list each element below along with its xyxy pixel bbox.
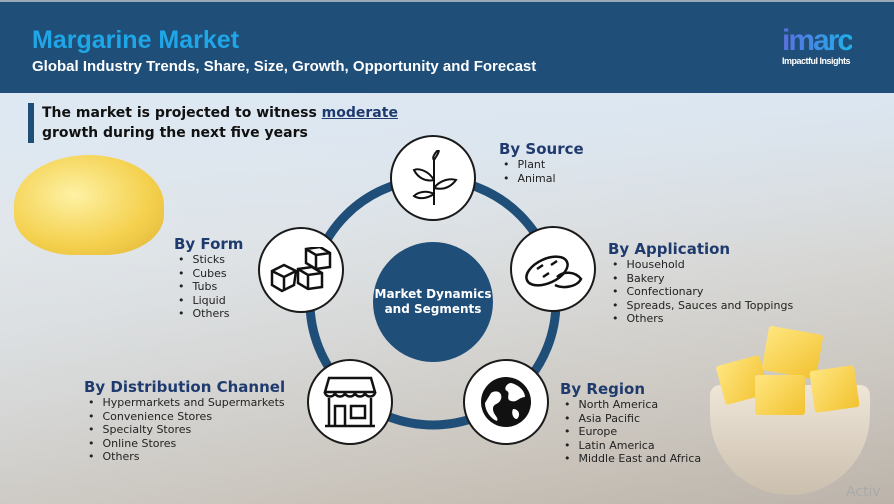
list-item: Hypermarkets and Supermarkets	[84, 396, 285, 410]
logo-mark: imarc	[782, 24, 854, 57]
lead-text-end: growth during the next five years	[42, 125, 308, 141]
butter-curls-image	[14, 155, 164, 255]
list-item: Plant	[499, 158, 584, 172]
list-item: Animal	[499, 172, 584, 186]
list-item: Sticks	[174, 253, 243, 267]
list-item: Asia Pacific	[560, 412, 701, 426]
segment-source: By Source PlantAnimal	[499, 140, 584, 185]
segment-title: By Application	[608, 240, 731, 258]
activation-watermark: Activ	[846, 484, 881, 500]
list-item: Middle East and Africa	[560, 452, 702, 466]
list-item: Confectionary	[608, 285, 793, 299]
segment-distribution: By Distribution Channel Hypermarkets and…	[84, 378, 285, 464]
plant-icon	[390, 135, 476, 221]
list-item: Bakery	[608, 272, 793, 286]
segment-title: By Form	[174, 235, 244, 253]
cubes-icon	[258, 227, 344, 313]
segment-title: By Source	[499, 140, 584, 158]
list-item: Others	[174, 307, 243, 321]
globe-icon	[463, 359, 549, 445]
list-item: Spreads, Sauces and Toppings	[608, 299, 794, 313]
list-item: Online Stores	[84, 437, 285, 451]
list-item: Europe	[560, 425, 701, 439]
lead-highlight: moderate	[321, 105, 398, 121]
lead-text: The market is projected to witness	[42, 105, 322, 121]
list-item: Cubes	[174, 267, 243, 281]
segment-form: By Form SticksCubesTubsLiquidOthers	[174, 235, 243, 321]
list-item: Liquid	[174, 294, 243, 308]
bread-icon	[510, 226, 596, 312]
list-item: North America	[560, 398, 701, 412]
header: Margarine Market Global Industry Trends,…	[0, 0, 894, 93]
list-item: Others	[84, 450, 285, 464]
imarc-logo: imarc Impactful Insights	[782, 24, 854, 67]
segment-title: By Region	[560, 380, 646, 398]
list-item: Others	[608, 312, 793, 326]
segment-region: By Region North AmericaAsia PacificEurop…	[560, 380, 701, 466]
list-item: Convenience Stores	[84, 410, 285, 424]
segment-application: By Application HouseholdBakeryConfection…	[608, 240, 793, 326]
logo-tagline: Impactful Insights	[782, 56, 851, 66]
center-circle: Market Dynamics and Segments	[373, 242, 493, 362]
page-title: Margarine Market	[32, 26, 240, 54]
list-item: Household	[608, 258, 793, 272]
store-icon	[307, 359, 393, 445]
butter-cube	[755, 375, 805, 415]
list-item: Latin America	[560, 439, 701, 453]
segment-title: By Distribution Channel	[84, 378, 286, 396]
list-item: Specialty Stores	[84, 423, 285, 437]
lead-statement: The market is projected to witness moder…	[28, 103, 438, 143]
page-subtitle: Global Industry Trends, Share, Size, Gro…	[32, 58, 537, 75]
list-item: Tubs	[174, 280, 243, 294]
